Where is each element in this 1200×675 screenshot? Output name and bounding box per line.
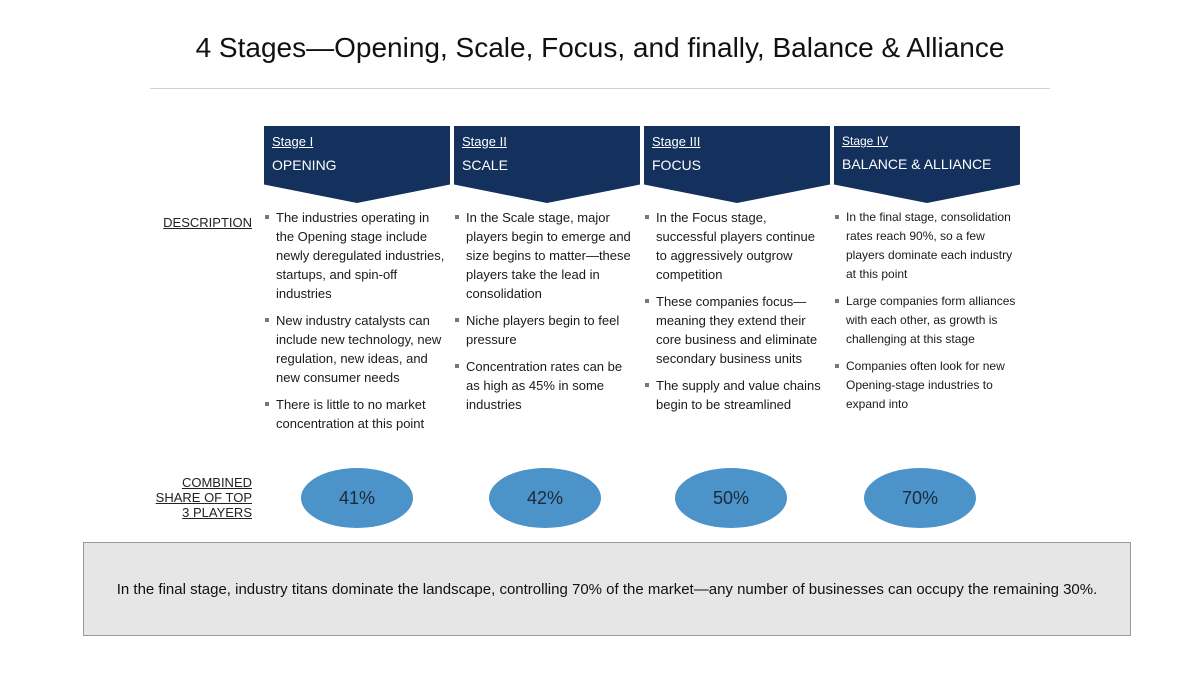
list-item: These companies focus—meaning they exten… [644,292,828,368]
title-divider [150,88,1050,89]
stage-2-number: Stage II [462,134,507,149]
list-item: In the final stage, consolidation rates … [834,208,1018,284]
stage-4-chevron: Stage IV BALANCE & ALLIANCE [834,126,1020,203]
stage-2-chevron: Stage II SCALE [454,126,640,203]
stage-1-share-ellipse: 41% [301,468,413,528]
stage-2-share-ellipse: 42% [489,468,601,528]
list-item: New industry catalysts can include new t… [264,311,448,387]
slide-title: 4 Stages—Opening, Scale, Focus, and fina… [195,32,1005,63]
stage-1-chevron: Stage I OPENING [264,126,450,203]
summary-text: In the final stage, industry titans domi… [116,580,1098,598]
stage-1-number: Stage I [272,134,314,149]
list-item: The supply and value chains begin to be … [644,376,828,414]
stage-1-name: OPENING [272,157,337,173]
list-item: There is little to no market concentrati… [264,395,448,433]
stage-3-share-ellipse: 50% [675,468,787,528]
list-item: Large companies form alliances with each… [834,292,1018,349]
stage-3-share-value: 50% [712,487,750,508]
stage-3-name: FOCUS [652,157,701,173]
stage-4-number: Stage IV [842,134,889,148]
stage-2-name: SCALE [462,157,508,173]
share-row-label: COMBINED SHARE OF TOP 3 PLAYERS [156,475,252,520]
list-item: Concentration rates can be as high as 45… [454,357,638,414]
stage-1-share-value: 41% [338,487,376,508]
list-item: In the Focus stage, successful players c… [644,208,828,284]
stage-3-chevron: Stage III FOCUS [644,126,830,203]
stage-4-share-value: 70% [901,487,939,508]
list-item: Niche players begin to feel pressure [454,311,638,349]
share-label-line-3: 3 PLAYERS [182,505,252,520]
stage-4-name: BALANCE & ALLIANCE [842,156,992,172]
list-item: Companies often look for new Opening-sta… [834,357,1018,414]
stage-2-share-value: 42% [526,487,564,508]
list-item: In the Scale stage, major players begin … [454,208,638,303]
list-item: The industries operating in the Opening … [264,208,448,303]
stage-3-description: In the Focus stage, successful players c… [644,208,828,422]
share-label-line-1: COMBINED [181,475,252,490]
summary-box: In the final stage, industry titans domi… [83,542,1131,636]
share-label-line-2: SHARE OF TOP [155,490,252,505]
description-row-label: DESCRIPTION [163,215,252,230]
stage-4-description: In the final stage, consolidation rates … [834,208,1018,422]
stage-4-share-ellipse: 70% [864,468,976,528]
stage-3-number: Stage III [652,134,701,149]
stage-2-description: In the Scale stage, major players begin … [454,208,638,422]
stage-1-description: The industries operating in the Opening … [264,208,448,441]
